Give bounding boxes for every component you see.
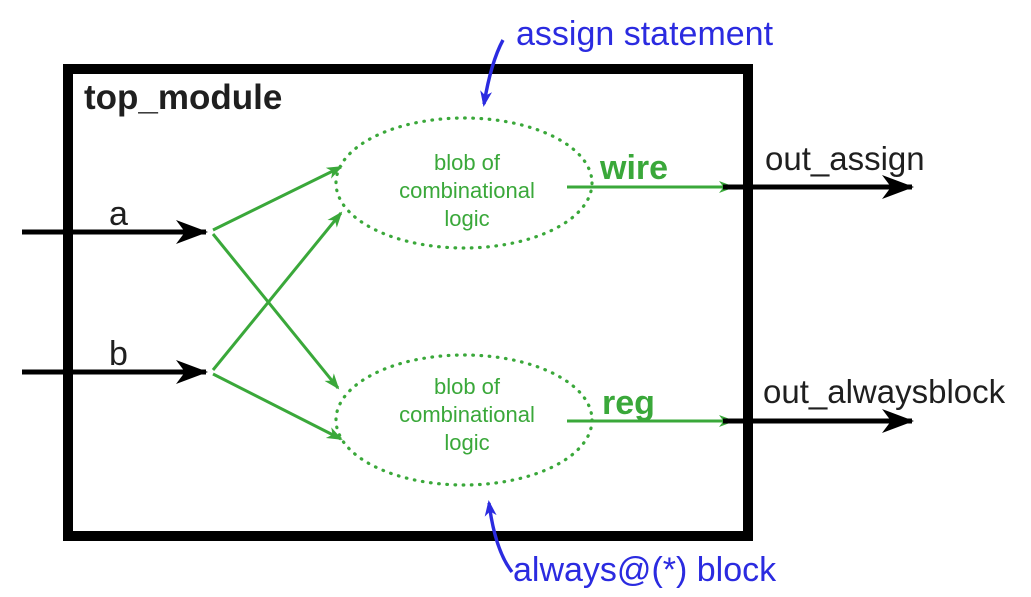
connection-a-to-lower-blob <box>211 233 340 390</box>
out-alwaysblock-label: out_alwaysblock <box>763 373 1006 410</box>
input-a-wire: a <box>22 195 208 244</box>
reg-output-path: reg out_alwaysblock <box>567 373 1006 433</box>
assign-annotation-label: assign statement <box>516 15 774 53</box>
always-annotation-arrow <box>484 500 514 574</box>
reg-label: reg <box>602 384 655 422</box>
out-assign-label: out_assign <box>765 140 925 177</box>
lower-blob-text-line1: blob of <box>434 374 501 399</box>
lower-blob-text-line3: logic <box>444 430 489 455</box>
upper-blob-text-line2: combinational <box>399 178 535 203</box>
connection-b-to-upper-blob <box>211 211 343 371</box>
module-border <box>63 64 753 541</box>
connection-a-to-upper-blob <box>212 165 343 232</box>
wire-output-path: wire out_assign <box>567 140 925 199</box>
upper-blob-ellipse <box>334 116 594 250</box>
input-a-label: a <box>109 195 128 233</box>
always-block-annotation: always@(*) block <box>484 500 777 589</box>
input-b-label: b <box>109 335 128 373</box>
wire-label: wire <box>599 149 668 187</box>
assign-statement-annotation: assign statement <box>480 15 774 107</box>
always-annotation-label: always@(*) block <box>513 551 777 589</box>
lower-logic-blob: blob of combinational logic <box>334 353 594 487</box>
module-title: top_module <box>84 78 282 117</box>
input-b-wire: b <box>22 335 208 384</box>
lower-blob-text-line2: combinational <box>399 402 535 427</box>
connection-b-to-lower-blob <box>212 372 343 441</box>
upper-logic-blob: blob of combinational logic <box>334 116 594 250</box>
assign-annotation-arrow <box>480 39 505 107</box>
upper-blob-text-line1: blob of <box>434 150 501 175</box>
upper-blob-text-line3: logic <box>444 206 489 231</box>
